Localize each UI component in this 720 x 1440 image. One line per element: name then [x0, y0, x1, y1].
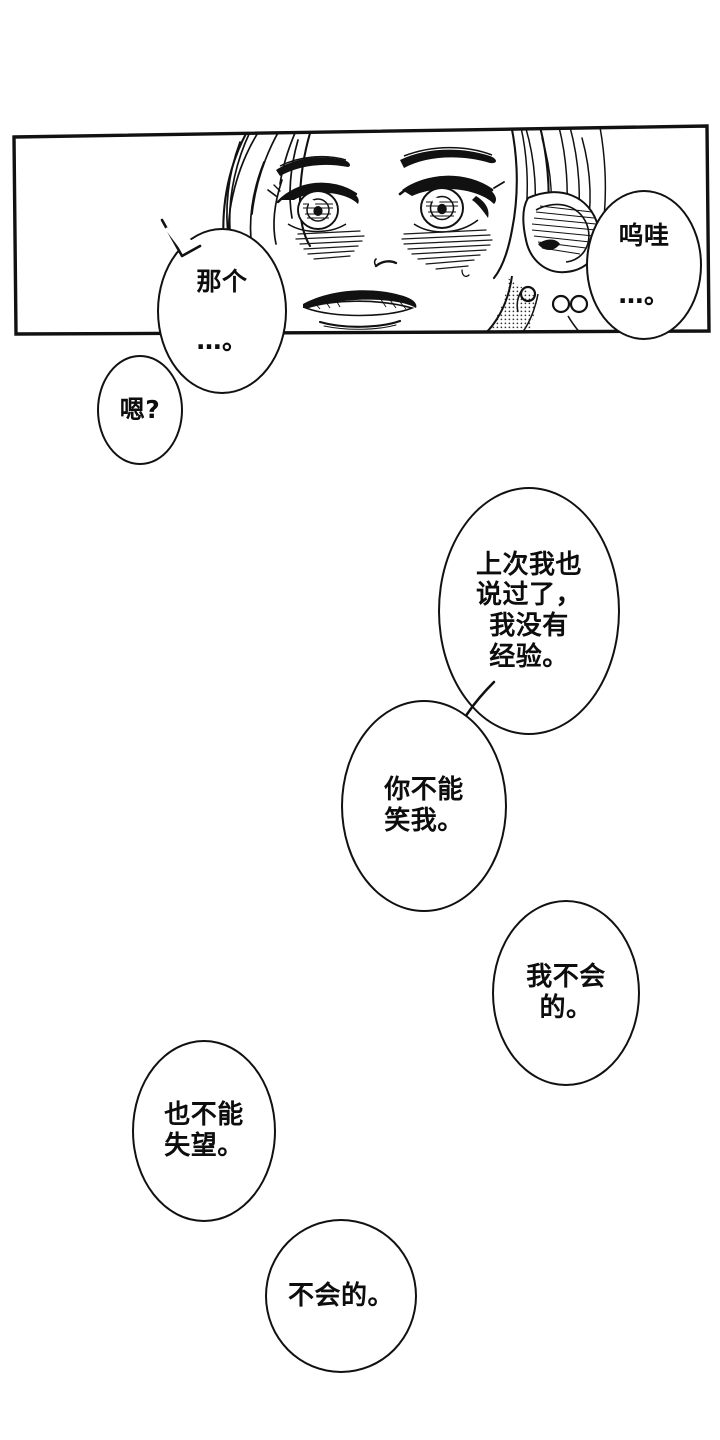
speech-bubble-wobuhui: 我不会 的。 — [492, 900, 640, 1086]
speech-bubble-buhui: 不会的。 — [265, 1219, 417, 1373]
speech-bubble-shiwang: 也不能 失望。 — [132, 1040, 276, 1222]
speech-bubble-shangci: 上次我也 说过了， 我没有 经验。 — [438, 487, 620, 735]
bubble-text: 呜哇 …。 — [618, 220, 670, 309]
bubble-text: 那个 …。 — [196, 266, 248, 355]
bubble-text: 也不能 失望。 — [164, 1100, 244, 1161]
speech-bubble-nage: 那个 …。 — [157, 228, 287, 394]
bubble-text: 我不会 的。 — [526, 962, 606, 1023]
speech-bubble-nibuneng: 你不能 笑我。 — [341, 700, 507, 912]
speech-bubble-en: 嗯? — [97, 355, 183, 465]
bubble-text: 上次我也 说过了， 我没有 经验。 — [475, 549, 583, 672]
bubble-text: 嗯? — [119, 395, 161, 425]
bubble-text: 不会的。 — [287, 1280, 395, 1311]
speech-bubble-wuwa: 呜哇 …。 — [586, 190, 702, 340]
bubble-text: 你不能 笑我。 — [384, 775, 464, 836]
